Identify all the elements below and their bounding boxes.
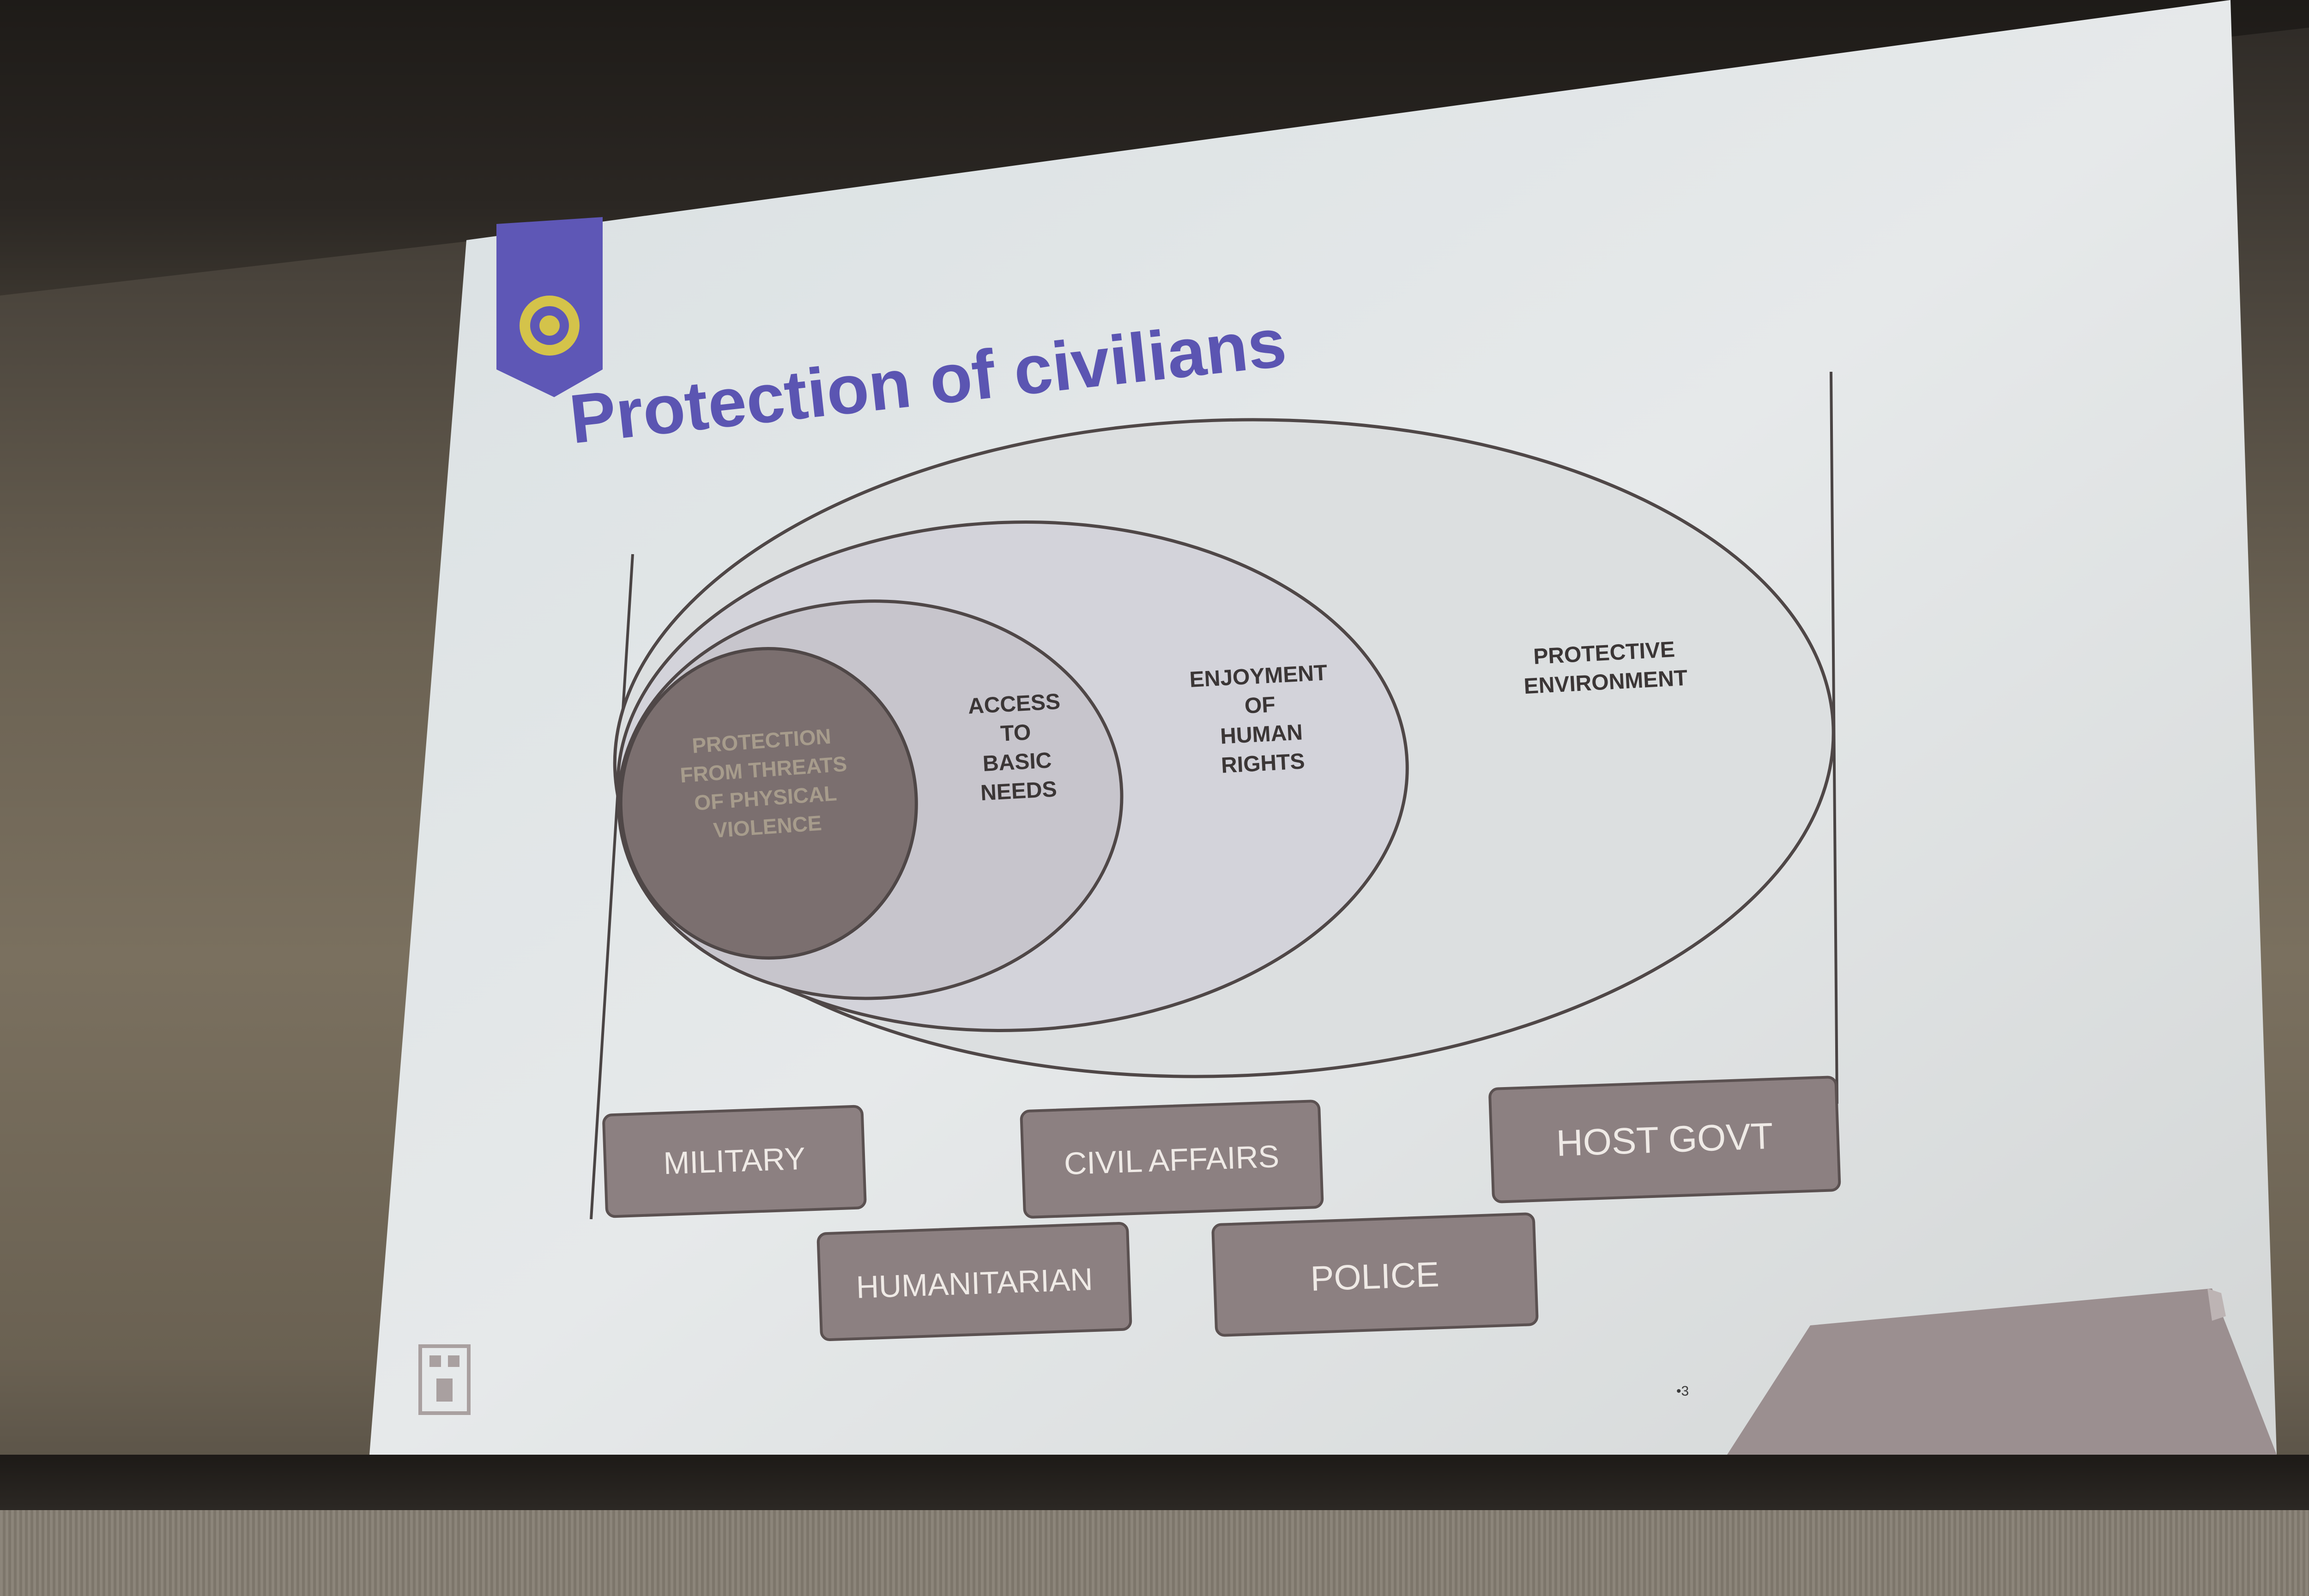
svg-text:ACCESS: ACCESS [967,689,1061,719]
actor-box-police: POLICE [1211,1212,1539,1337]
actor-box-military: MILITARY [602,1105,867,1218]
svg-text:MILITARY: MILITARY [663,1141,806,1181]
perforated-panel [0,1510,2309,1596]
corner-notch [2207,1288,2226,1321]
castle-logo-icon [418,1344,471,1415]
svg-text:HOST GOVT: HOST GOVT [1555,1115,1774,1164]
corner-decoration [1727,1288,2277,1455]
svg-text:HUMANITARIAN: HUMANITARIAN [856,1262,1094,1305]
svg-text:POLICE: POLICE [1310,1255,1440,1299]
svg-text:RIGHTS: RIGHTS [1221,749,1306,778]
page-number: •3 [1676,1384,1689,1399]
ring-physical-violence [619,647,918,960]
svg-text:HUMAN: HUMAN [1220,720,1303,749]
actor-box-civil-affairs: CIVIL AFFAIRS [1020,1100,1324,1219]
screen-housing-bottom [0,1455,2309,1510]
label-basic-needs: ACCESS TO BASIC NEEDS [967,689,1061,806]
svg-text:BASIC: BASIC [982,748,1052,776]
actor-box-host-govt: HOST GOVT [1488,1076,1841,1203]
svg-text:NEEDS: NEEDS [980,777,1058,806]
left-bracket-line [590,554,634,1220]
svg-text:OF: OF [1244,692,1276,718]
actor-box-humanitarian: HUMANITARIAN [816,1221,1132,1342]
svg-text:TO: TO [1000,720,1031,746]
svg-text:CIVIL AFFAIRS: CIVIL AFFAIRS [1064,1139,1280,1181]
laurel-emblem-icon [520,296,580,356]
